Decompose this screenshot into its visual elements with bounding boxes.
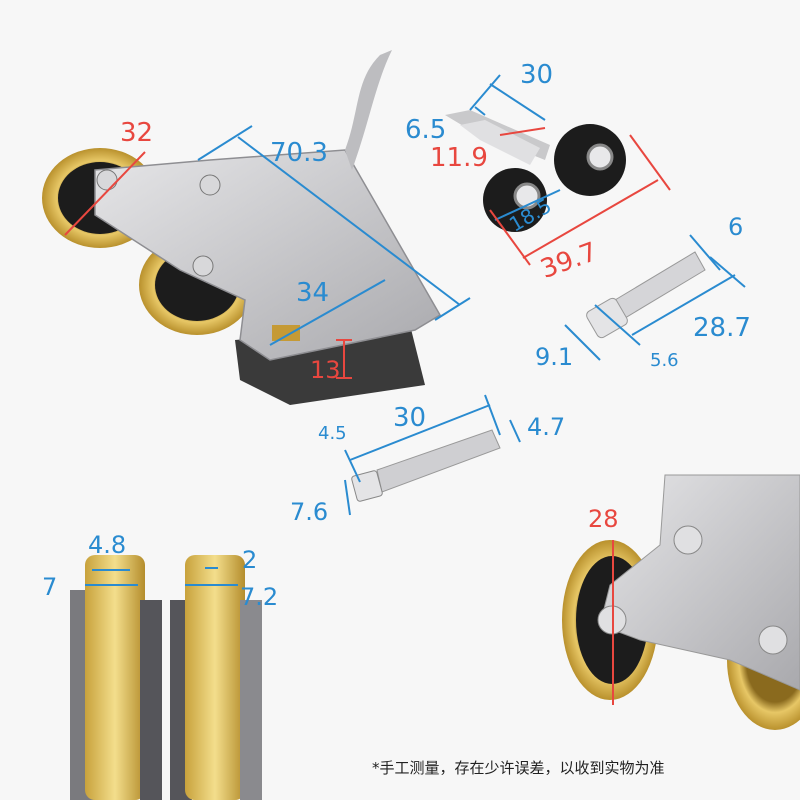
machine-screw-head-diameter: 7.6: [290, 498, 329, 526]
main-roller-plate-length: 70.3: [270, 138, 328, 168]
main-roller-height: 13: [310, 356, 341, 384]
small-roller-fork-length: 30: [520, 60, 554, 90]
tapping-screw-illustration: [564, 234, 746, 361]
small-roller-illustration: [445, 74, 671, 266]
wheel-profile-illustration: [70, 555, 262, 800]
wheel-flat-ridge: 2: [242, 546, 258, 574]
measurement-disclaimer: *手工测量，存在少许误差，以收到实物为准: [372, 759, 665, 777]
main-roller-illustration: [42, 50, 471, 405]
main-roller-plate-width: 34: [296, 278, 330, 308]
small-roller-fork-gap: 6.5: [405, 115, 447, 145]
machine-screw-thread-diameter: 4.7: [527, 413, 566, 441]
machine-screw-length: 30: [393, 403, 427, 433]
machine-screw-head-height: 4.5: [318, 423, 347, 444]
tapping-screw-length: 28.7: [693, 313, 751, 343]
machine-screw-illustration: [344, 394, 521, 516]
main-roller-wheel-diameter: 32: [120, 118, 154, 148]
wheel-concave-width: 7: [42, 573, 58, 601]
tapping-screw-thread-diameter: 6: [728, 213, 744, 241]
tapping-screw-head-height: 5.6: [650, 350, 679, 371]
wheel-concave-groove: 4.8: [88, 531, 127, 559]
wheel-flat-width: 7.2: [240, 583, 279, 611]
closeup-wheel-diameter: 28: [588, 505, 619, 533]
tapping-screw-head-diameter: 9.1: [535, 343, 574, 371]
small-roller-fork-offset: 11.9: [430, 143, 488, 173]
closeup-roller-illustration: [562, 474, 800, 730]
